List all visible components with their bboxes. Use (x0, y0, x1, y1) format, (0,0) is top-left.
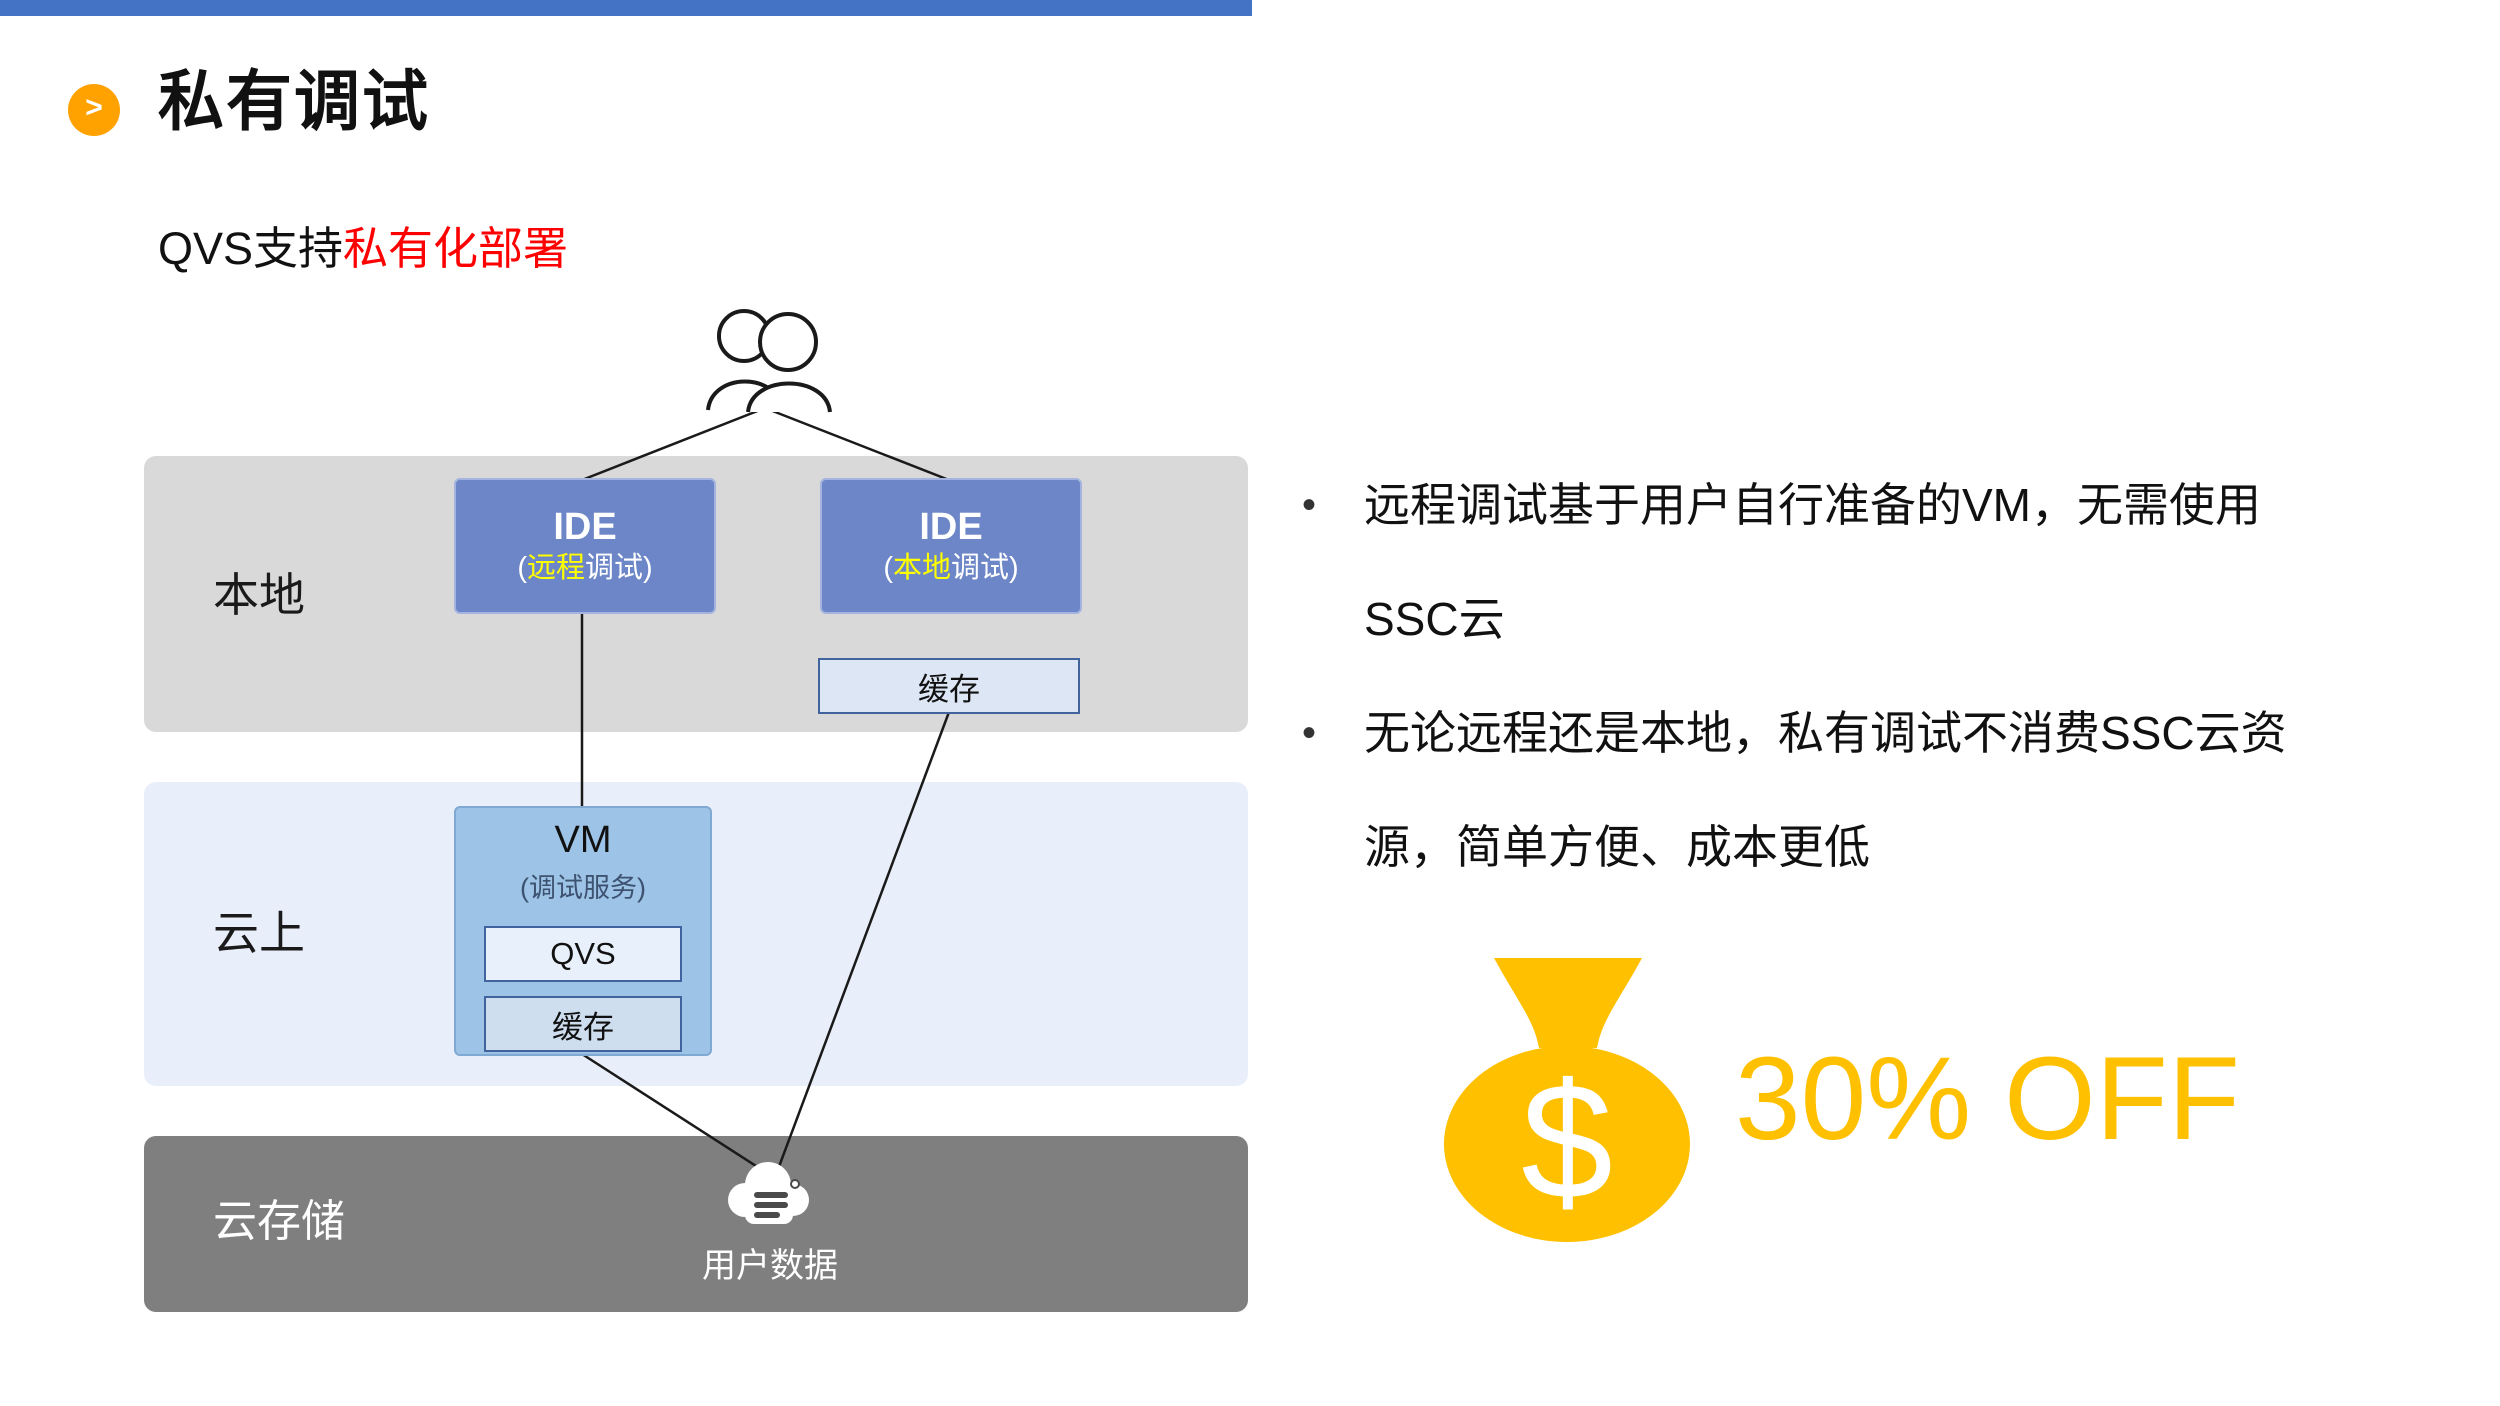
ide-remote-box: IDE (远程调试) (454, 478, 716, 614)
bullet-text: 无论远程还是本地，私有调试不消费SSC云资 源，简单方便、成本更低 (1364, 676, 2287, 904)
ide-local-box: IDE (本地调试) (820, 478, 1082, 614)
bullet-line: 无论远程还是本地，私有调试不消费SSC云资 (1364, 707, 2287, 759)
local-cache-label: 缓存 (918, 671, 980, 707)
vm-title: VM (554, 819, 612, 861)
ide-local-subtitle: (本地调试) (883, 550, 1018, 586)
ide-local-rest: 调试) (951, 551, 1019, 584)
band-label-cloud: 云上 (213, 907, 305, 959)
list-item: • 无论远程还是本地，私有调试不消费SSC云资 源，简单方便、成本更低 (1302, 676, 2287, 904)
title-bullet-icon: > (68, 84, 120, 136)
bullet-dot-icon: • (1302, 711, 1317, 755)
subtitle: QVS支持私有化部署 (158, 222, 568, 276)
discount-text: 30% OFF (1735, 1033, 2240, 1165)
vm-subtitle: (调试服务) (520, 872, 646, 903)
bullet-line: 源，简单方便、成本更低 (1364, 821, 1870, 873)
ide-remote-subtitle: (远程调试) (517, 550, 652, 586)
bullet-list: • 远程调试基于用户自行准备的VM，无需使用 SSC云 • 无论远程还是本地，私… (1302, 448, 2287, 904)
qvs-label: QVS (550, 936, 616, 971)
money-bag-icon: $ (1444, 958, 1690, 1242)
subtitle-highlight: 私有化部署 (343, 223, 569, 274)
ide-remote-rest: 调试) (585, 551, 653, 584)
user-data-label: 用户数据 (702, 1247, 838, 1285)
chevron-right-icon: > (85, 91, 103, 124)
users-icon (706, 309, 832, 413)
vm-box: VM (调试服务) QVS 缓存 (454, 806, 712, 1056)
local-cache-box: 缓存 (818, 658, 1080, 714)
ide-remote-highlight: 远程 (526, 551, 585, 584)
subtitle-prefix: QVS支持 (158, 223, 344, 274)
bullet-text: 远程调试基于用户自行准备的VM，无需使用 SSC云 (1364, 448, 2261, 676)
bullet-line: 远程调试基于用户自行准备的VM，无需使用 (1364, 479, 2261, 531)
top-accent-bar (0, 0, 1252, 16)
band-label-storage: 云存储 (213, 1197, 345, 1246)
ide-remote-title: IDE (553, 506, 617, 549)
page-title: 私有调试 (158, 64, 430, 138)
band-label-local: 本地 (213, 569, 305, 621)
bullet-line: SSC云 (1364, 593, 1505, 645)
paren: ( (517, 551, 527, 584)
vm-cache-label: 缓存 (552, 1009, 614, 1045)
dollar-sign: $ (1521, 1049, 1613, 1233)
list-item: • 远程调试基于用户自行准备的VM，无需使用 SSC云 (1302, 448, 2287, 676)
paren: ( (883, 551, 893, 584)
ide-local-title: IDE (919, 506, 983, 549)
vm-cache-box: 缓存 (484, 996, 682, 1052)
bullet-dot-icon: • (1302, 483, 1317, 527)
ide-local-highlight: 本地 (892, 551, 951, 584)
qvs-box: QVS (484, 926, 682, 982)
